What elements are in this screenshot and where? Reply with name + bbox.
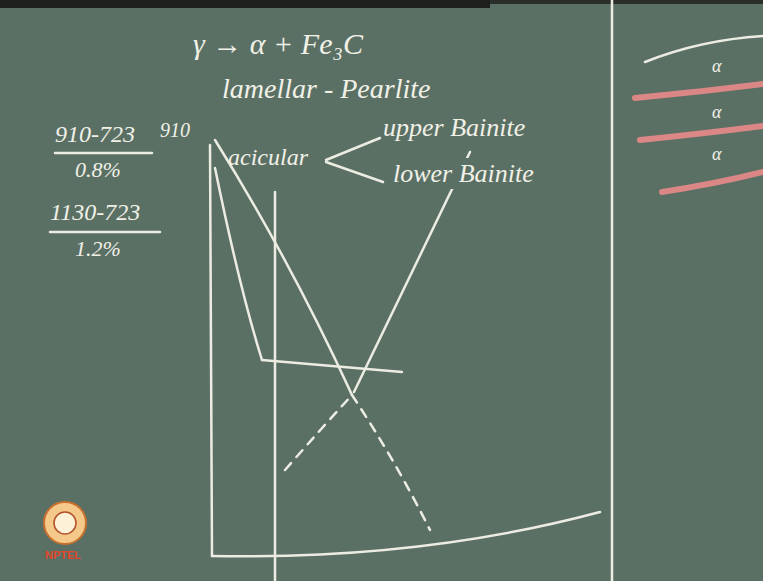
morphology-label: lamellar - Pearlite bbox=[222, 72, 430, 106]
morphology-label: acicular bbox=[228, 143, 308, 172]
cementite-lamella bbox=[640, 126, 763, 140]
extrapolated-a3 bbox=[285, 395, 352, 470]
fraction-bar bbox=[55, 152, 152, 155]
a3-curve bbox=[215, 168, 262, 360]
cementite-lamella bbox=[635, 84, 763, 98]
extrapolated-acm bbox=[352, 395, 430, 530]
product-label: lower Bainite bbox=[390, 158, 537, 189]
logo-text: NPTEL bbox=[45, 549, 81, 562]
bracket-line bbox=[326, 162, 383, 182]
grain-boundary bbox=[645, 36, 763, 62]
phase-label: α bbox=[712, 144, 721, 166]
bracket-line bbox=[326, 138, 380, 160]
phase-label: α bbox=[712, 102, 721, 124]
fraction-bar bbox=[50, 231, 160, 234]
composition-line bbox=[274, 192, 277, 581]
composition-value: 0.8% bbox=[75, 157, 121, 183]
board-divider bbox=[611, 0, 614, 581]
composition-value: 1.2% bbox=[75, 236, 121, 262]
temperature-difference: 910-723 bbox=[55, 120, 135, 149]
acm-curve bbox=[215, 140, 352, 395]
top-edge bbox=[490, 0, 763, 4]
reaction-equation: γ → α + Fe₃C bbox=[193, 26, 363, 62]
logo-core bbox=[54, 512, 76, 534]
temperature-difference: 1130-723 bbox=[50, 198, 140, 227]
temperature-value: 910 bbox=[160, 118, 190, 142]
phase-label: α bbox=[712, 56, 721, 78]
nptel-logo bbox=[44, 502, 86, 544]
top-edge bbox=[0, 0, 490, 8]
logo-ring bbox=[44, 502, 86, 544]
bottom-curve bbox=[212, 512, 600, 556]
cementite-lamella bbox=[662, 172, 763, 192]
eutectoid-line bbox=[262, 360, 402, 372]
product-label: upper Bainite bbox=[383, 112, 525, 143]
temperature-axis bbox=[210, 145, 212, 556]
